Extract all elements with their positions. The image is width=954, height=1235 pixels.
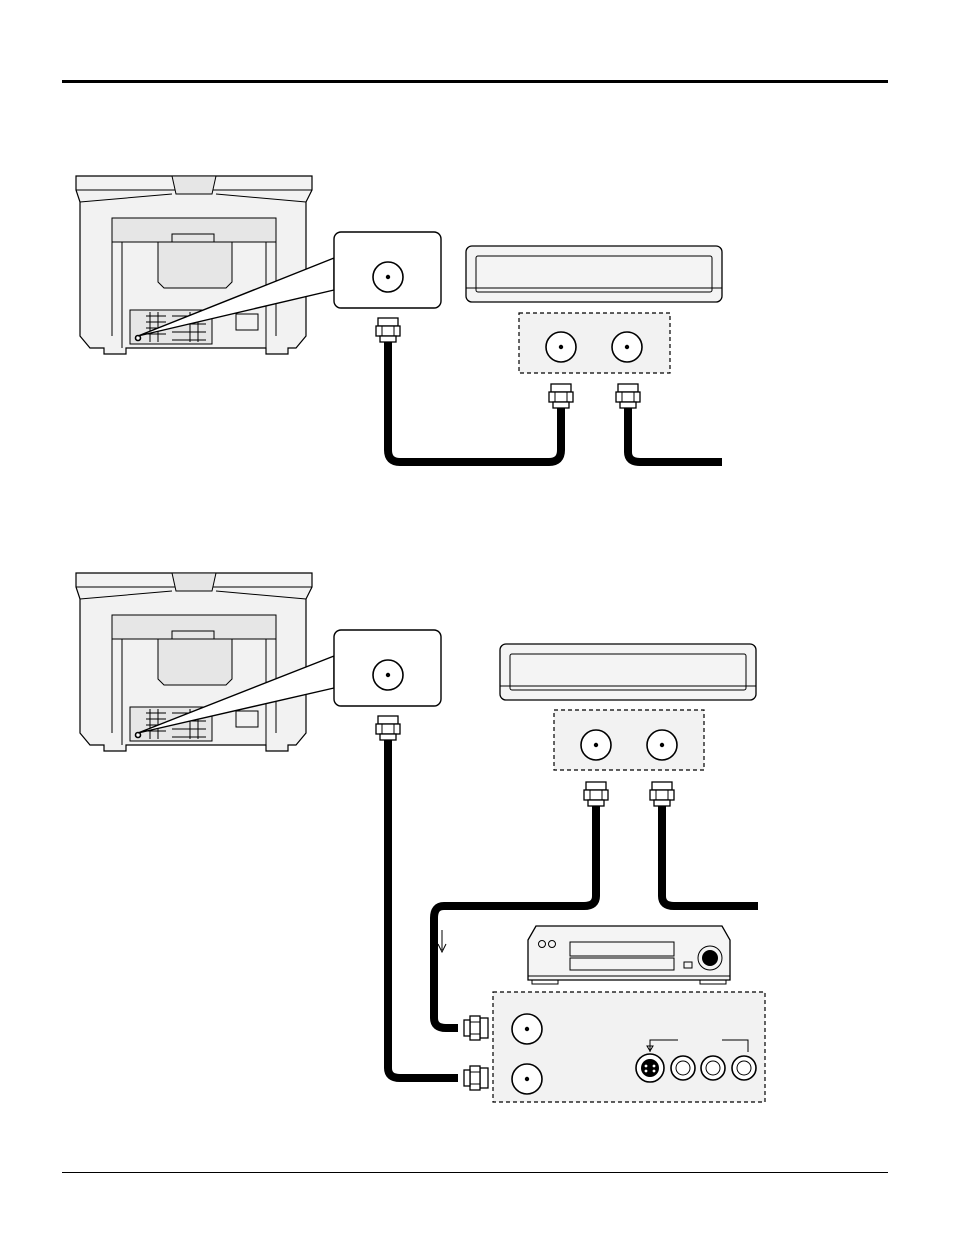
diagram-2 <box>76 573 765 1102</box>
diagram-1 <box>76 176 722 462</box>
video-jack <box>671 1056 695 1080</box>
incoming-cable-line <box>650 782 758 906</box>
cable-box-jack-panel <box>519 313 670 373</box>
cable-box <box>466 246 722 302</box>
s-video-jack <box>636 1054 664 1082</box>
vcr-jack-panel <box>493 992 765 1102</box>
cable-box-jack-panel <box>554 710 704 770</box>
vcr <box>528 926 730 984</box>
cable-box <box>500 644 756 700</box>
tv-rear-view <box>76 573 312 751</box>
tv-rear-view <box>76 176 312 354</box>
audio-r-jack <box>732 1056 756 1080</box>
audio-l-jack <box>701 1056 725 1080</box>
incoming-cable-line <box>616 384 722 462</box>
